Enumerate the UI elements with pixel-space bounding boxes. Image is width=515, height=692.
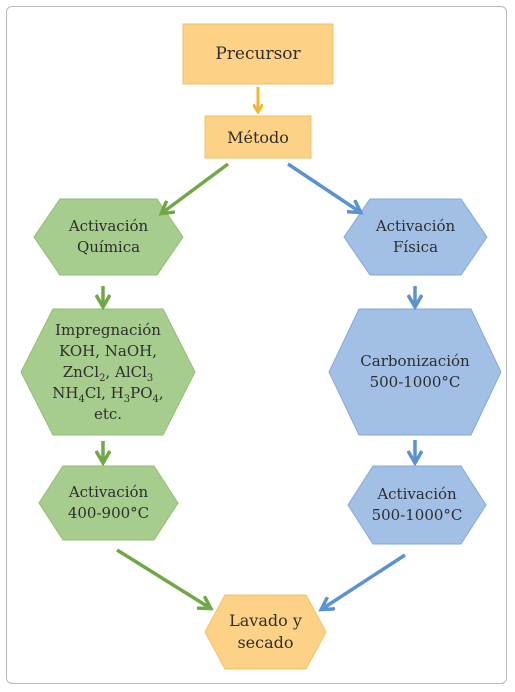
activacion-green-hexagon — [38, 465, 179, 541]
lavado-hexagon — [204, 594, 327, 670]
precursor-text: Precursor — [215, 43, 301, 64]
arrow-activacion-green-lavado — [116, 548, 210, 608]
metodo-box — [204, 115, 312, 159]
quimica-hexagon — [33, 198, 184, 276]
carbonizacion-line2: 500-1000°C — [369, 373, 461, 391]
alcl-subscript: 3 — [146, 372, 154, 384]
fisica-line1: Activación — [375, 217, 456, 235]
fisica-hexagon — [343, 198, 488, 276]
impregnacion-line4: NH4Cl, H3PO4, — [52, 383, 164, 405]
lavado-line1: Lavado y — [229, 611, 302, 630]
arrow-activacion-blue-lavado — [322, 553, 406, 609]
nh-text: NH — [52, 383, 79, 402]
po-text: PO — [130, 383, 153, 402]
carbonizacion-hexagon — [328, 308, 502, 436]
activacion-blue-line2: 500-1000°C — [371, 506, 463, 524]
carbonizacion-label: Carbonización 500-1000°C — [329, 309, 501, 435]
fisica-line2: Física — [392, 238, 439, 256]
impregnacion-line2: KOH, NaOH, — [59, 341, 157, 360]
figure-frame — [6, 6, 507, 684]
impregnacion-line1: Impregnación — [55, 320, 161, 339]
metodo-text: Método — [227, 127, 289, 147]
nh-subscript: 4 — [78, 393, 85, 405]
impregnacion-line3: ZnCl2, AlCl3 — [62, 362, 154, 384]
impregnacion-hexagon — [20, 308, 196, 436]
arrow-metodo-fisica — [287, 162, 360, 212]
comma-text: , — [158, 383, 164, 402]
quimica-line2: Química — [76, 238, 141, 256]
po-subscript: 4 — [152, 393, 159, 405]
quimica-label: Activación Química — [34, 199, 183, 275]
impregnacion-line5: etc. — [93, 404, 123, 423]
quimica-line1: Activación — [68, 217, 149, 235]
clh-text: Cl, H — [84, 383, 124, 402]
zncl-text: ZnCl — [62, 362, 100, 381]
fisica-label: Activación Física — [344, 199, 487, 275]
activacion-blue-hexagon — [347, 465, 487, 545]
h-subscript: 3 — [123, 393, 131, 405]
activacion-green-label: Activación 400-900°C — [39, 466, 178, 540]
activacion-green-line1: Activación — [68, 483, 149, 501]
precursor-label: Precursor — [183, 24, 333, 84]
lavado-label: Lavado y secado — [205, 595, 326, 669]
activacion-green-line2: 400-900°C — [67, 504, 150, 522]
activacion-blue-label: Activación 500-1000°C — [348, 466, 486, 544]
metodo-label: Método — [205, 116, 311, 158]
impregnacion-label: Impregnación KOH, NaOH, ZnCl2, AlCl3 NH4… — [21, 309, 195, 435]
zncl-subscript: 2 — [99, 372, 106, 384]
arrow-metodo-quimica — [162, 162, 230, 213]
precursor-box — [182, 23, 334, 85]
lavado-line2: secado — [237, 633, 294, 652]
alcl-text: , AlCl — [105, 362, 147, 381]
carbonizacion-line1: Carbonización — [360, 352, 470, 370]
activacion-blue-line1: Activación — [377, 485, 457, 503]
